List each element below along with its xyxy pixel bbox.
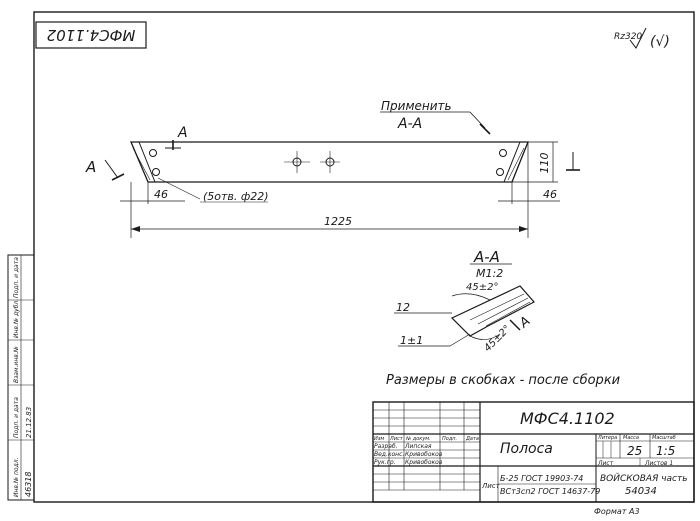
stamp-col1: Инв.№ подл.: [13, 457, 20, 497]
format-note: Формат А3: [594, 507, 640, 516]
side-stamp: Подп. и дата Инв.№ дубл. Взам.инв.№ Подп…: [7, 254, 35, 501]
tb-designation: МФС4.1102: [520, 409, 615, 428]
dim-height: 110: [538, 153, 551, 174]
stamp-date: 21.12.83: [25, 407, 33, 438]
col-date: Дата: [465, 436, 479, 442]
hdr-mass: Масса: [623, 435, 639, 441]
cut-label-left: А: [85, 158, 96, 176]
tb-sheet-small: Лист: [481, 482, 501, 490]
row1-role: Разраб.: [374, 443, 398, 450]
section-label-top: А-А: [397, 116, 422, 132]
section-scale: М1:2: [476, 267, 503, 280]
stamp-col5: Подп. и дата: [13, 257, 20, 298]
row3-role: Рук.гр.: [374, 459, 396, 466]
tb-sheets-label: Листов 1: [644, 460, 673, 467]
tb-mass: 25: [627, 444, 642, 458]
hdr-scale: Масштаб: [652, 435, 676, 441]
row3-name: Кривобоков: [405, 459, 443, 466]
sheet-frame: [33, 11, 695, 503]
roughness-symbol: Rz320 (√): [614, 27, 670, 50]
top-designation-box: МФС4.1102: [35, 21, 147, 49]
section-thickness: 12: [396, 301, 410, 314]
tb-part-name: Полоса: [500, 441, 553, 457]
tb-scale: 1:5: [656, 444, 675, 458]
hdr-litera: Литера: [597, 435, 617, 441]
angle-top: 45±2°: [466, 282, 498, 293]
stamp-col3: Взам.инв.№: [13, 346, 20, 383]
tb-material-2: ВСт3сп2 ГОСТ 14637-79: [500, 487, 600, 496]
col-sign: Подп.: [442, 436, 457, 442]
row1-name: Липская: [404, 443, 432, 450]
dim-length: 1225: [324, 215, 352, 228]
stamp-col2: Подп. и дата: [13, 397, 20, 438]
dim-right: 46: [543, 188, 557, 201]
title-block: Изм Лист № докум. Подп. Дата Разраб. Лип…: [372, 401, 695, 503]
roughness-mark-text: Rz320: [614, 32, 642, 42]
cut-label-arrow: А: [177, 125, 188, 141]
tb-material-1: Б-25 ГОСТ 19903-74: [500, 474, 583, 483]
apply-note: Применить: [381, 99, 452, 113]
stamp-col4: Инв.№ дубл.: [13, 299, 20, 338]
section-title: А-А: [473, 248, 500, 266]
stamp-inv-number: 46318: [24, 472, 33, 497]
section-view: А-А М1:2 45±2° 45±2° 12 1±1 А: [394, 248, 535, 354]
row2-name: Кривобоков: [405, 451, 443, 458]
tb-org-2: 54034: [625, 486, 657, 497]
row2-role: Вед.конс.: [374, 451, 404, 458]
section-tolerance: 1±1: [400, 334, 423, 347]
dim-left: 46: [154, 188, 168, 201]
top-designation-text: МФС4.1102: [47, 26, 136, 44]
main-view: А А Применить А-А 110 46 (5отв. ф22): [85, 99, 580, 238]
col-list: Лист: [389, 436, 404, 442]
section-profile: [450, 285, 535, 337]
assembly-note: Размеры в скобках - после сборки: [386, 373, 620, 388]
angle-bottom: 45±2°: [482, 323, 513, 354]
tb-org-1: ВОЙСКОВАЯ часть: [600, 472, 688, 484]
mounting-holes: [149, 149, 507, 176]
tb-sheet-label: Лист: [597, 460, 614, 467]
holes-note: (5отв. ф22): [203, 190, 269, 203]
roughness-paren-text: (√): [650, 34, 670, 50]
col-izm: Изм: [374, 436, 384, 442]
col-doc: № докум.: [405, 436, 431, 442]
